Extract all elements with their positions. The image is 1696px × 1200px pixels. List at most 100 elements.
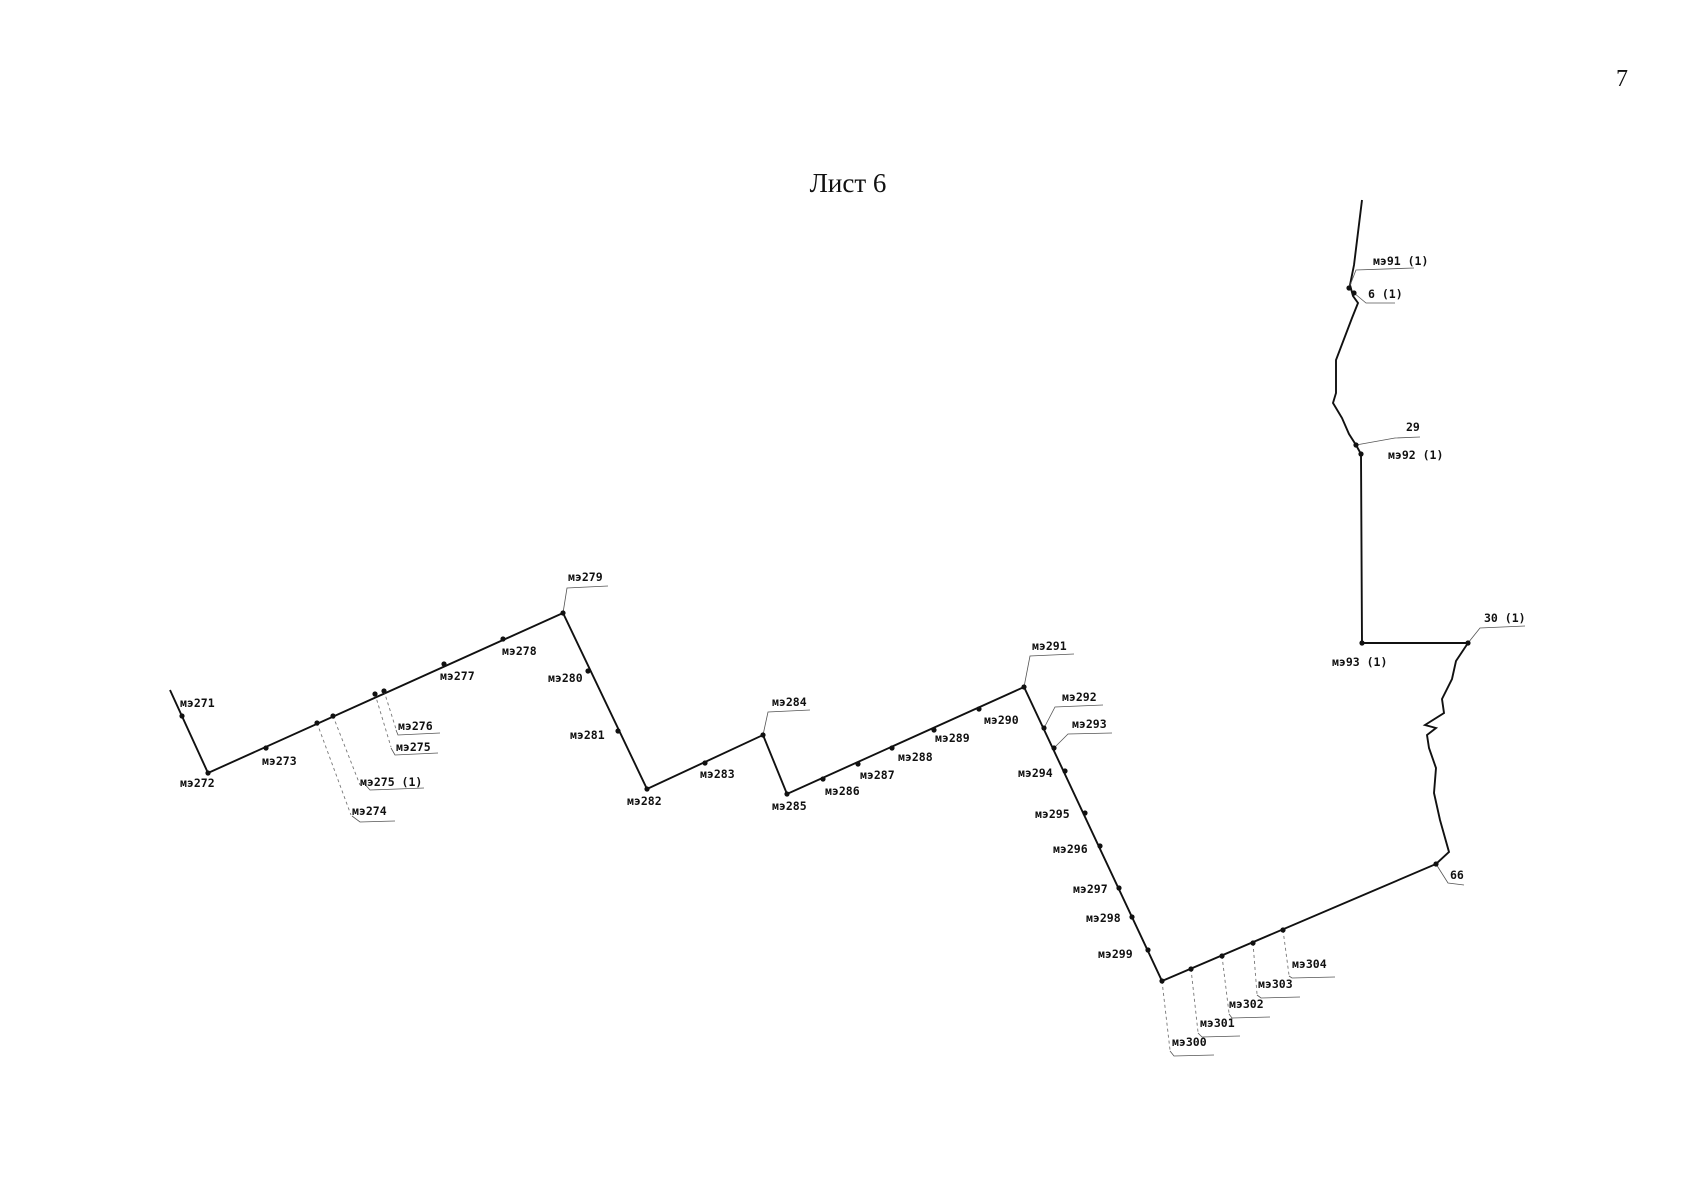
dashed-line-275-1 [332, 715, 361, 786]
vertex-294 [1062, 768, 1068, 774]
vertex-299 [1145, 947, 1151, 953]
vertex-275 [372, 691, 378, 697]
sheet-title: Лист 6 [809, 168, 887, 198]
vertex-301 [1188, 966, 1194, 972]
label-275: мэ275 [396, 740, 431, 754]
vertex-280 [585, 668, 591, 674]
page-number: 7 [1616, 66, 1628, 92]
label-6-1: 6 (1) [1368, 287, 1403, 301]
leader-91-1 [1348, 267, 1415, 289]
leader-275-1 [360, 779, 425, 791]
vertex-304 [1280, 927, 1286, 933]
label-280: мэ280 [548, 671, 583, 685]
leader-301 [1197, 1032, 1241, 1038]
leader-66 [1435, 863, 1465, 886]
dashed-line-275 [374, 693, 392, 748]
vertex-29 [1353, 442, 1359, 448]
label-274: мэ274 [352, 804, 387, 818]
dashed-line-304 [1282, 929, 1290, 976]
vertex-66 [1433, 861, 1439, 867]
label-271: мэ271 [180, 696, 215, 710]
leader-293 [1053, 732, 1113, 749]
leader-292 [1043, 704, 1104, 729]
boundary-line-main [169, 611, 1470, 983]
leader-300 [1169, 1050, 1215, 1057]
vertex-295 [1082, 810, 1088, 816]
label-301: мэ301 [1200, 1016, 1235, 1030]
vertex-290 [976, 706, 982, 712]
label-276: мэ276 [398, 719, 433, 733]
label-275-1: мэ275 (1) [360, 775, 422, 789]
vertex-285 [784, 791, 790, 797]
vertex-298 [1129, 914, 1135, 920]
vertex-272 [205, 770, 211, 776]
label-298: мэ298 [1086, 911, 1121, 925]
label-299: мэ299 [1098, 947, 1133, 961]
label-303: мэ303 [1258, 977, 1293, 991]
label-277: мэ277 [440, 669, 475, 683]
vertex-271 [179, 713, 185, 719]
leader-304 [1288, 975, 1336, 979]
vertex-281 [615, 728, 621, 734]
label-92-1: мэ92 (1) [1388, 448, 1443, 462]
boundary-line-north [1331, 199, 1363, 644]
label-286: мэ286 [825, 784, 860, 798]
vertex-287 [855, 761, 861, 767]
vertex-277 [441, 661, 447, 667]
leader-29 [1355, 436, 1421, 446]
dashed-line-303 [1252, 942, 1258, 995]
label-278: мэ278 [502, 644, 537, 658]
vertex-292 [1041, 725, 1047, 731]
leader-302 [1228, 1013, 1271, 1019]
label-282: мэ282 [627, 794, 662, 808]
vertex-286 [820, 776, 826, 782]
label-295: мэ295 [1035, 807, 1070, 821]
leader-279 [562, 585, 609, 614]
label-297: мэ297 [1073, 882, 1108, 896]
label-296: мэ296 [1053, 842, 1088, 856]
label-302: мэ302 [1229, 997, 1264, 1011]
dashed-line-276 [383, 690, 397, 730]
vertex-6-1 [1351, 290, 1357, 296]
leader-303 [1256, 994, 1301, 999]
dashed-line-302 [1221, 955, 1230, 1014]
leader-275 [390, 747, 439, 756]
label-289: мэ289 [935, 731, 970, 745]
vertex-289 [931, 727, 937, 733]
vertex-279 [560, 610, 566, 616]
vertex-288 [889, 745, 895, 751]
vertex-points [179, 285, 1471, 984]
label-93-1: мэ93 (1) [1332, 655, 1387, 669]
label-283: мэ283 [700, 767, 735, 781]
label-273: мэ273 [262, 754, 297, 768]
dashed-line-300 [1161, 980, 1171, 1051]
label-66: 66 [1450, 868, 1464, 882]
vertex-300 [1159, 978, 1165, 984]
label-293: мэ293 [1072, 717, 1107, 731]
leader-291 [1023, 653, 1075, 688]
label-300: мэ300 [1172, 1035, 1207, 1049]
vertex-297 [1116, 885, 1122, 891]
leader-276 [395, 729, 441, 736]
vertex-303 [1250, 940, 1256, 946]
label-285: мэ285 [772, 799, 807, 813]
dashed-line-301 [1190, 968, 1199, 1033]
vertex-283 [702, 760, 708, 766]
leader-lines [351, 267, 1526, 1057]
point-labels: мэ271 мэ272 мэ273 мэ274 мэ275 мэ275 (1) … [180, 254, 1526, 1049]
label-29: 29 [1406, 420, 1420, 434]
label-304: мэ304 [1292, 957, 1327, 971]
leader-6-1 [1353, 292, 1395, 304]
vertex-92-1 [1358, 451, 1364, 457]
vertex-302 [1219, 953, 1225, 959]
vertex-274 [314, 720, 320, 726]
vertex-93-1 [1359, 640, 1365, 646]
label-287: мэ287 [860, 768, 895, 782]
leader-284 [762, 709, 811, 736]
label-279: мэ279 [568, 570, 603, 584]
label-91-1: мэ91 (1) [1373, 254, 1428, 268]
vertex-282 [644, 786, 650, 792]
label-291: мэ291 [1032, 639, 1067, 653]
